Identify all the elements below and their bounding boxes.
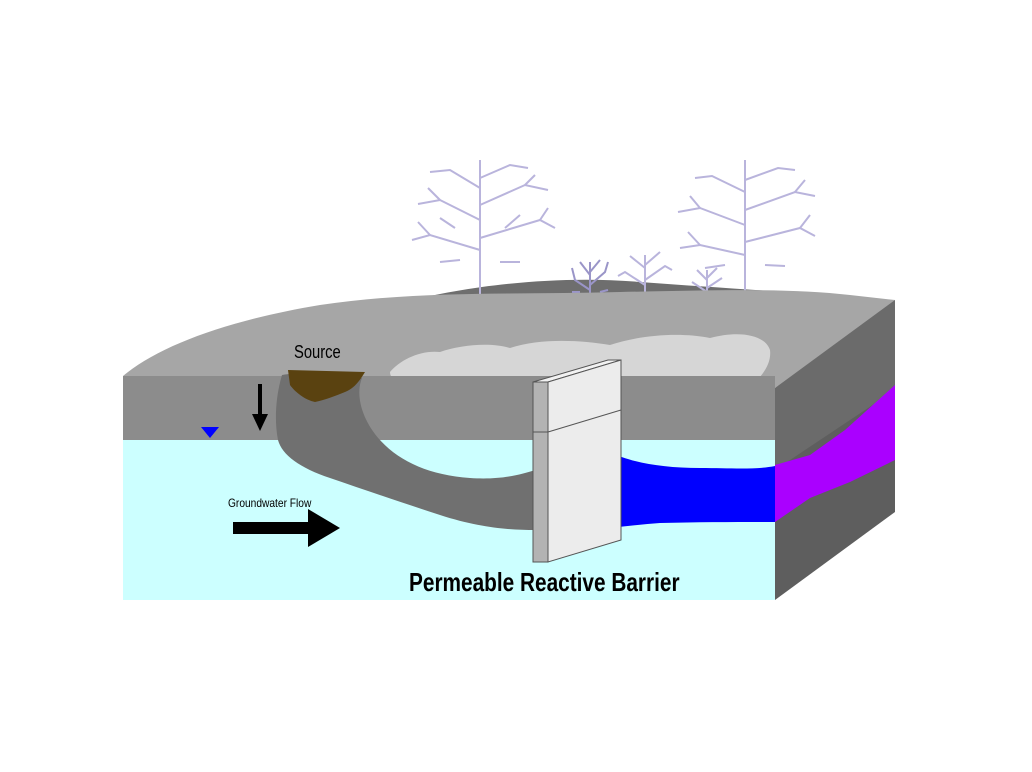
groundwater-flow-label: Groundwater Flow — [228, 496, 312, 510]
side-plume — [775, 385, 895, 522]
source-pool — [288, 370, 365, 402]
water-table-marker-icon — [201, 427, 219, 438]
block-side-upper — [775, 300, 895, 470]
permeable-reactive-barrier — [532, 359, 622, 563]
tree-small-1 — [571, 259, 609, 308]
tree-large-right — [677, 160, 816, 300]
source-label: Source — [294, 342, 341, 362]
contaminant-plume — [275, 373, 535, 530]
infiltration-arrow-icon — [252, 384, 268, 431]
flow-arrow-icon — [233, 509, 340, 547]
barrier-label: Permeable Reactive Barrier — [409, 567, 680, 597]
tree-large-left — [411, 160, 556, 298]
vadose-zone — [123, 376, 775, 440]
